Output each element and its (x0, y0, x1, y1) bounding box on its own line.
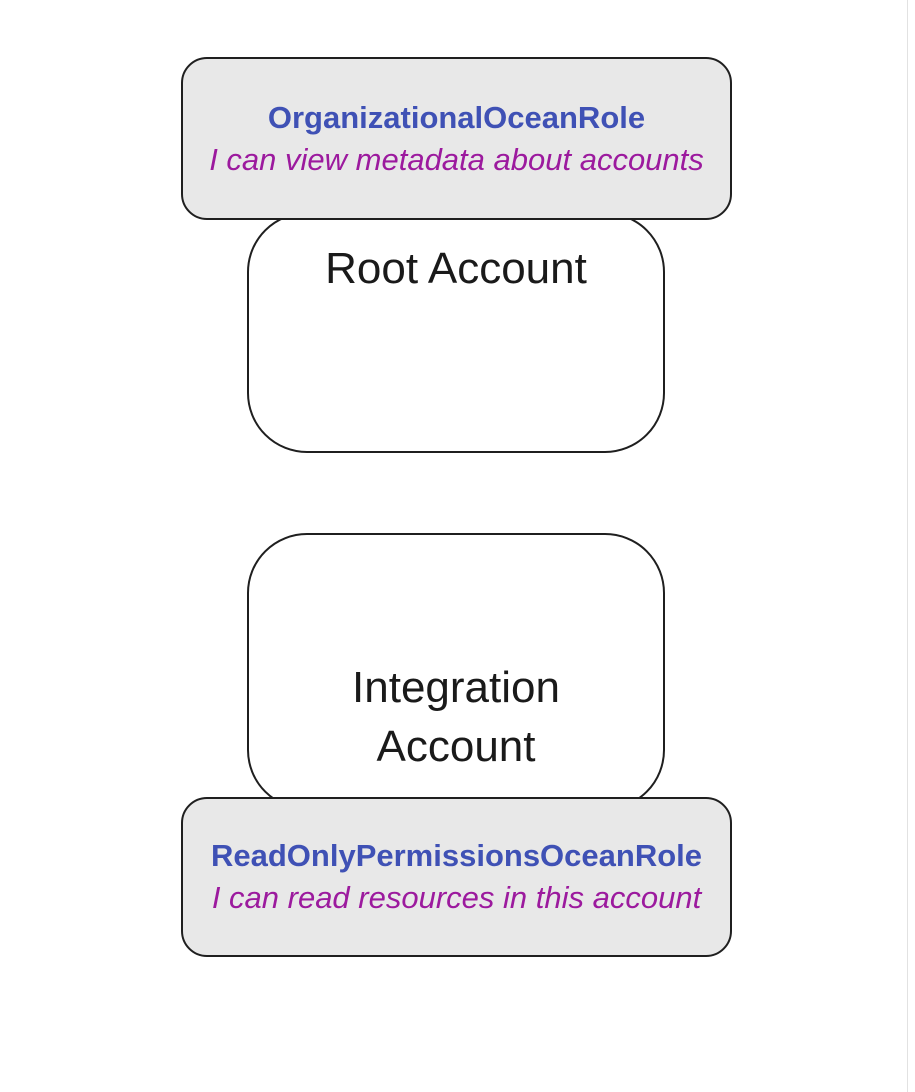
organizational-role-name: OrganizationalOceanRole (267, 99, 646, 135)
integration-account-label: Integration Account (352, 663, 560, 771)
readonly-role-description: I can read resources in this account (211, 880, 702, 915)
organizational-role-node: OrganizationalOceanRole I can view metad… (181, 57, 732, 220)
readonly-role-node: ReadOnlyPermissionsOceanRole I can read … (181, 797, 732, 957)
root-account-label: Root Account (325, 244, 587, 293)
integration-account-node: Integration Account (247, 533, 665, 810)
root-account-node: Root Account (247, 212, 665, 453)
readonly-role-name: ReadOnlyPermissionsOceanRole (210, 838, 703, 873)
organizational-role-description: I can view metadata about accounts (209, 141, 704, 177)
page-edge-divider (907, 0, 908, 1092)
